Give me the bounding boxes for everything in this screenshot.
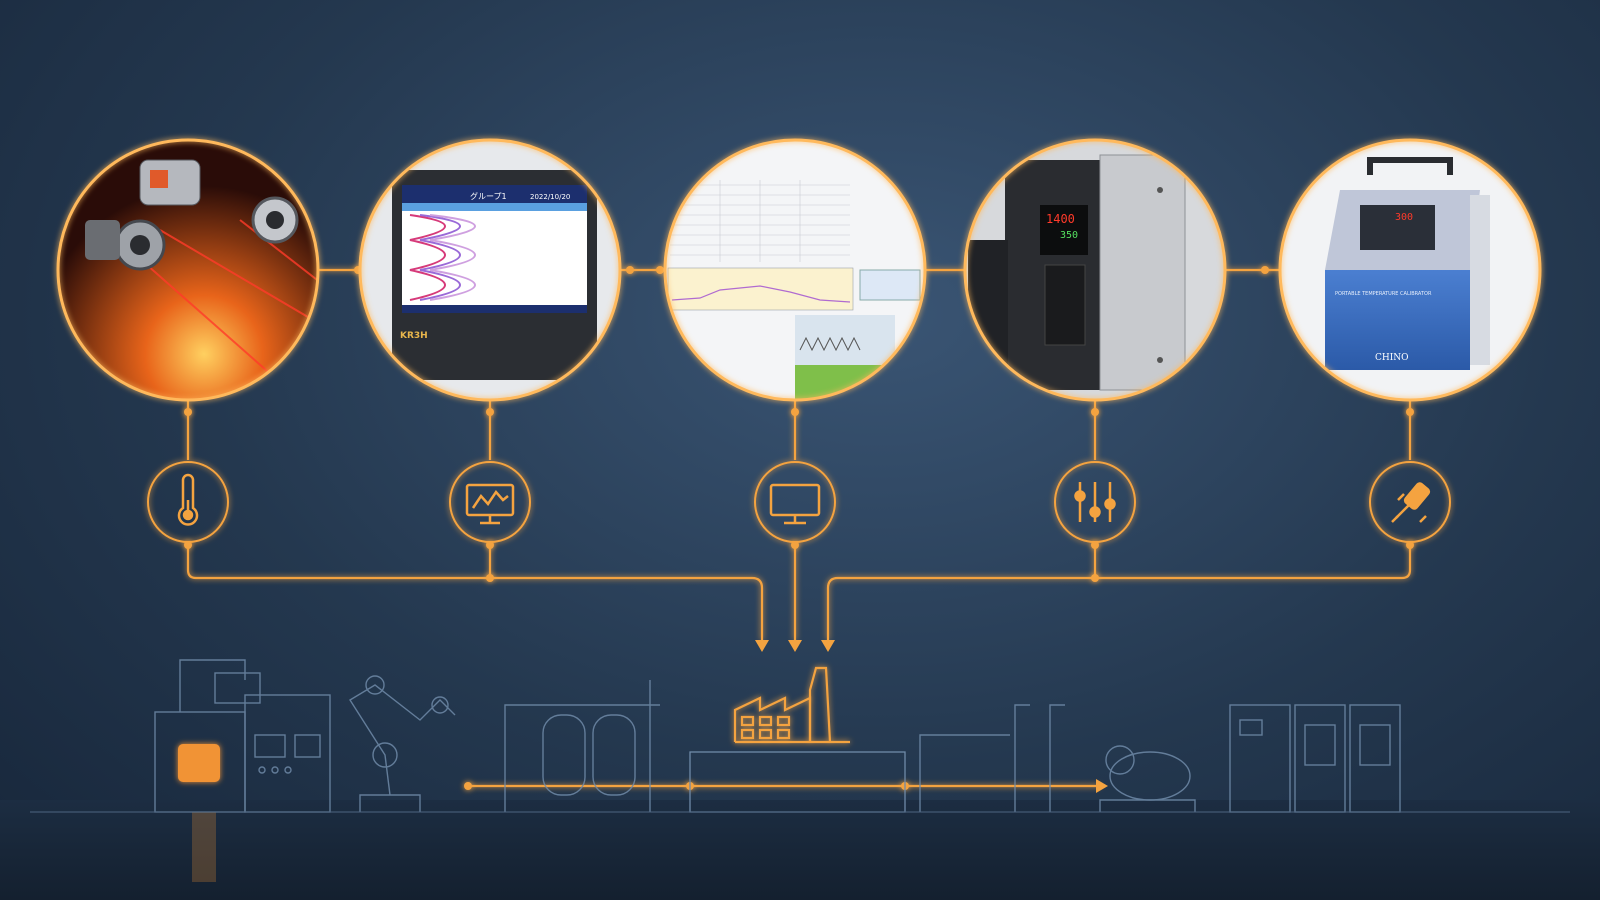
furnace-reflection bbox=[192, 812, 216, 882]
floor-reflection bbox=[0, 800, 1600, 900]
recorder-screen-date: 2022/10/20 bbox=[530, 193, 570, 201]
icon-circles bbox=[147, 461, 1451, 543]
calibration-tool-icon bbox=[1391, 482, 1431, 523]
product-circle-recorder[interactable]: グループ1 2022/10/20 KR3H bbox=[358, 138, 622, 402]
product-circle-software[interactable] bbox=[663, 138, 927, 405]
calibrator-display: 300 bbox=[1395, 212, 1413, 223]
computer-monitor-icon bbox=[769, 483, 821, 525]
icon-circle-recorder[interactable] bbox=[449, 461, 531, 543]
icon-circle-calibrator[interactable] bbox=[1369, 461, 1451, 543]
recorder-screen-title: グループ1 bbox=[470, 191, 507, 201]
factory-platform bbox=[689, 751, 906, 813]
arrow-heads bbox=[755, 640, 1108, 793]
furnace-glow-window bbox=[178, 744, 220, 782]
controller-display-2: 350 bbox=[1060, 230, 1078, 241]
calibrator-panel-text: PORTABLE TEMPERATURE CALIBRATOR bbox=[1335, 291, 1432, 297]
product-circle-controller[interactable]: 1400 350 bbox=[963, 138, 1227, 402]
icon-circle-controller[interactable] bbox=[1054, 461, 1136, 543]
icon-circle-software[interactable] bbox=[754, 461, 836, 543]
calibrator-brand: CHINO bbox=[1375, 353, 1409, 363]
factory-icon bbox=[733, 666, 850, 744]
product-circle-sensors[interactable] bbox=[50, 130, 330, 410]
monitor-chart-icon bbox=[465, 483, 515, 525]
thermometer-icon bbox=[177, 473, 199, 526]
junction-dots bbox=[184, 266, 1414, 790]
icon-circle-sensors[interactable] bbox=[147, 461, 229, 543]
controller-display: 1400 bbox=[1046, 212, 1075, 226]
recorder-model: KR3H bbox=[400, 331, 428, 341]
product-circle-calibrator[interactable]: 300 PORTABLE TEMPERATURE CALIBRATOR CHIN… bbox=[1278, 138, 1542, 402]
sliders-icon bbox=[1074, 482, 1116, 522]
